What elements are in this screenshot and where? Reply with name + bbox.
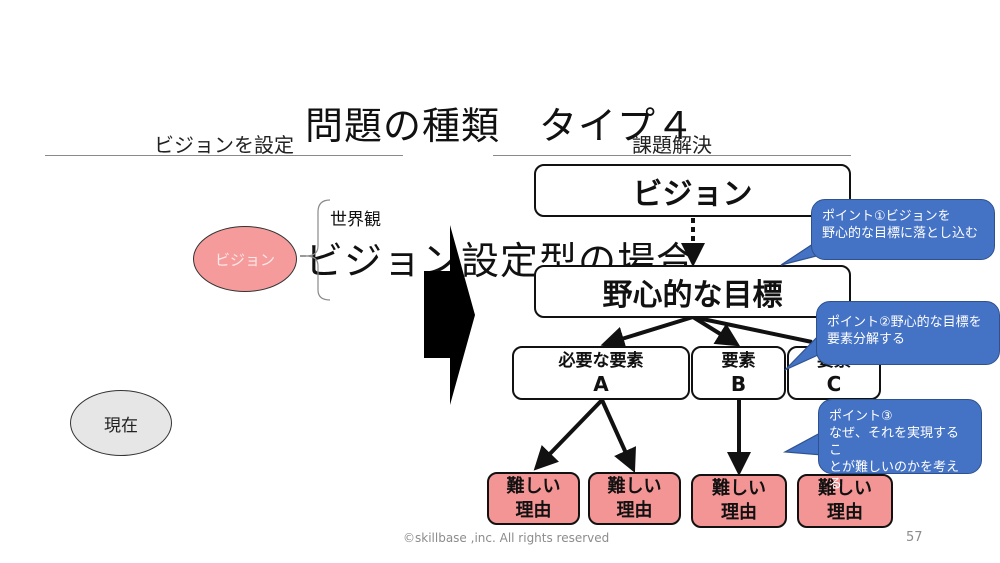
vision-box: ビジョン (534, 164, 851, 217)
right-section-divider (493, 155, 851, 156)
ambitious-goal-label: 野心的な目標 (602, 277, 783, 313)
element-b-box: 要素 B (691, 346, 786, 400)
reason-4-line1: 難しい (818, 478, 872, 499)
element-a-box: 必要な要素 A (512, 346, 690, 400)
goal-to-element-a-arrow (600, 315, 694, 350)
vision-box-label: ビジョン (632, 176, 753, 212)
reason-4-line2: 理由 (827, 502, 863, 523)
callout-1-line1: ポイント①ビジョンを (822, 209, 951, 224)
reason-3-line2: 理由 (721, 502, 757, 523)
callout-1-line2: 野心的な目標に落とし込む (822, 226, 979, 241)
callout-3-line2: なぜ、それを実現するこ (829, 426, 960, 458)
element-c-line2: C (826, 372, 842, 396)
element-a-to-reason-1-arrow (533, 398, 604, 471)
reason-2-line1: 難しい (607, 475, 662, 497)
callout-2-line2: 要素分解する (827, 332, 906, 347)
vision-ellipse-label: ビジョン (214, 250, 275, 269)
element-b-line2: B (730, 372, 747, 396)
reason-box-2: 難しい 理由 (588, 472, 681, 525)
callout-2-line1: ポイント②野心的な目標を (827, 315, 982, 330)
copyright-text: ©skillbase ,inc. All rights reserved (403, 531, 610, 545)
transition-arrow (424, 225, 475, 405)
goal-to-element-c-arrow (692, 315, 813, 344)
callout-point-2: ポイント②野心的な目標を 要素分解する (816, 301, 1000, 365)
reason-box-4: 難しい 理由 (797, 474, 893, 528)
reason-box-3: 難しい 理由 (691, 474, 787, 528)
left-section-divider (45, 155, 403, 156)
current-ellipse: 現在 (70, 390, 172, 456)
element-b-line1: 要素 (721, 351, 756, 371)
ambitious-goal-box: 野心的な目標 (534, 265, 851, 318)
current-ellipse-label: 現在 (104, 415, 138, 436)
reason-box-1: 難しい 理由 (487, 472, 580, 525)
element-a-to-reason-2-arrow (600, 399, 636, 473)
vision-ellipse: ビジョン (193, 226, 297, 292)
reason-1-line2: 理由 (515, 499, 552, 521)
element-a-line2: A (593, 372, 609, 396)
slide-title-line1: 問題の種類 タイプ４ (304, 104, 695, 148)
reason-1-line1: 難しい (506, 475, 561, 497)
callout-3-line3: とが難しいのかを考える (829, 460, 960, 492)
left-section-heading: ビジョンを設定 (154, 133, 294, 157)
right-section-heading: 課題解決 (632, 133, 712, 157)
reason-2-line2: 理由 (616, 499, 653, 521)
page-number: 57 (906, 530, 923, 545)
callout-3-tail (782, 430, 823, 456)
reason-3-line1: 難しい (712, 478, 766, 499)
worldview-label: 世界観 (330, 210, 381, 230)
callout-point-3: ポイント③ なぜ、それを実現するこ とが難しいのかを考える (818, 399, 982, 492)
callout-point-1: ポイント①ビジョンを 野心的な目標に落とし込む (811, 199, 995, 260)
goal-to-element-b-arrow (691, 315, 741, 347)
callout-3-line1: ポイント③ (829, 409, 893, 424)
element-a-line1: 必要な要素 (558, 351, 644, 371)
